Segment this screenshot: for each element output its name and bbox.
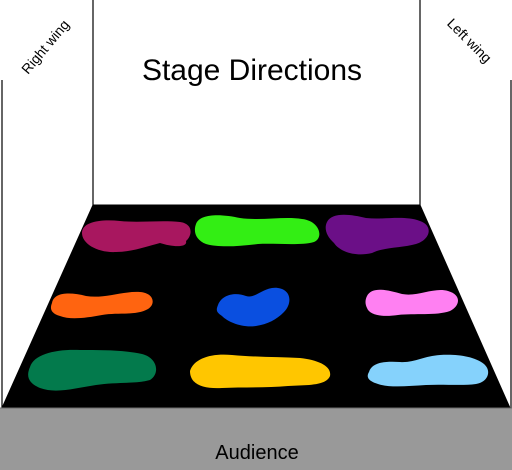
area-center-right xyxy=(50,291,153,319)
area-downstage-right xyxy=(28,349,157,391)
wing-label-left-wing: Left wing xyxy=(444,15,495,66)
audience-label: Audience xyxy=(215,442,298,464)
area-center-stage xyxy=(216,287,290,327)
area-upstage-center xyxy=(194,215,320,247)
stage-areas xyxy=(28,214,489,391)
area-center-left xyxy=(365,289,458,316)
area-downstage-center xyxy=(190,354,331,389)
area-downstage-left xyxy=(367,354,489,387)
area-upstage-left xyxy=(325,214,429,255)
page-title: Stage Directions xyxy=(142,54,362,87)
audience-band xyxy=(0,408,512,470)
area-upstage-right xyxy=(82,220,191,253)
wing-label-right-wing: Right wing xyxy=(18,17,72,77)
